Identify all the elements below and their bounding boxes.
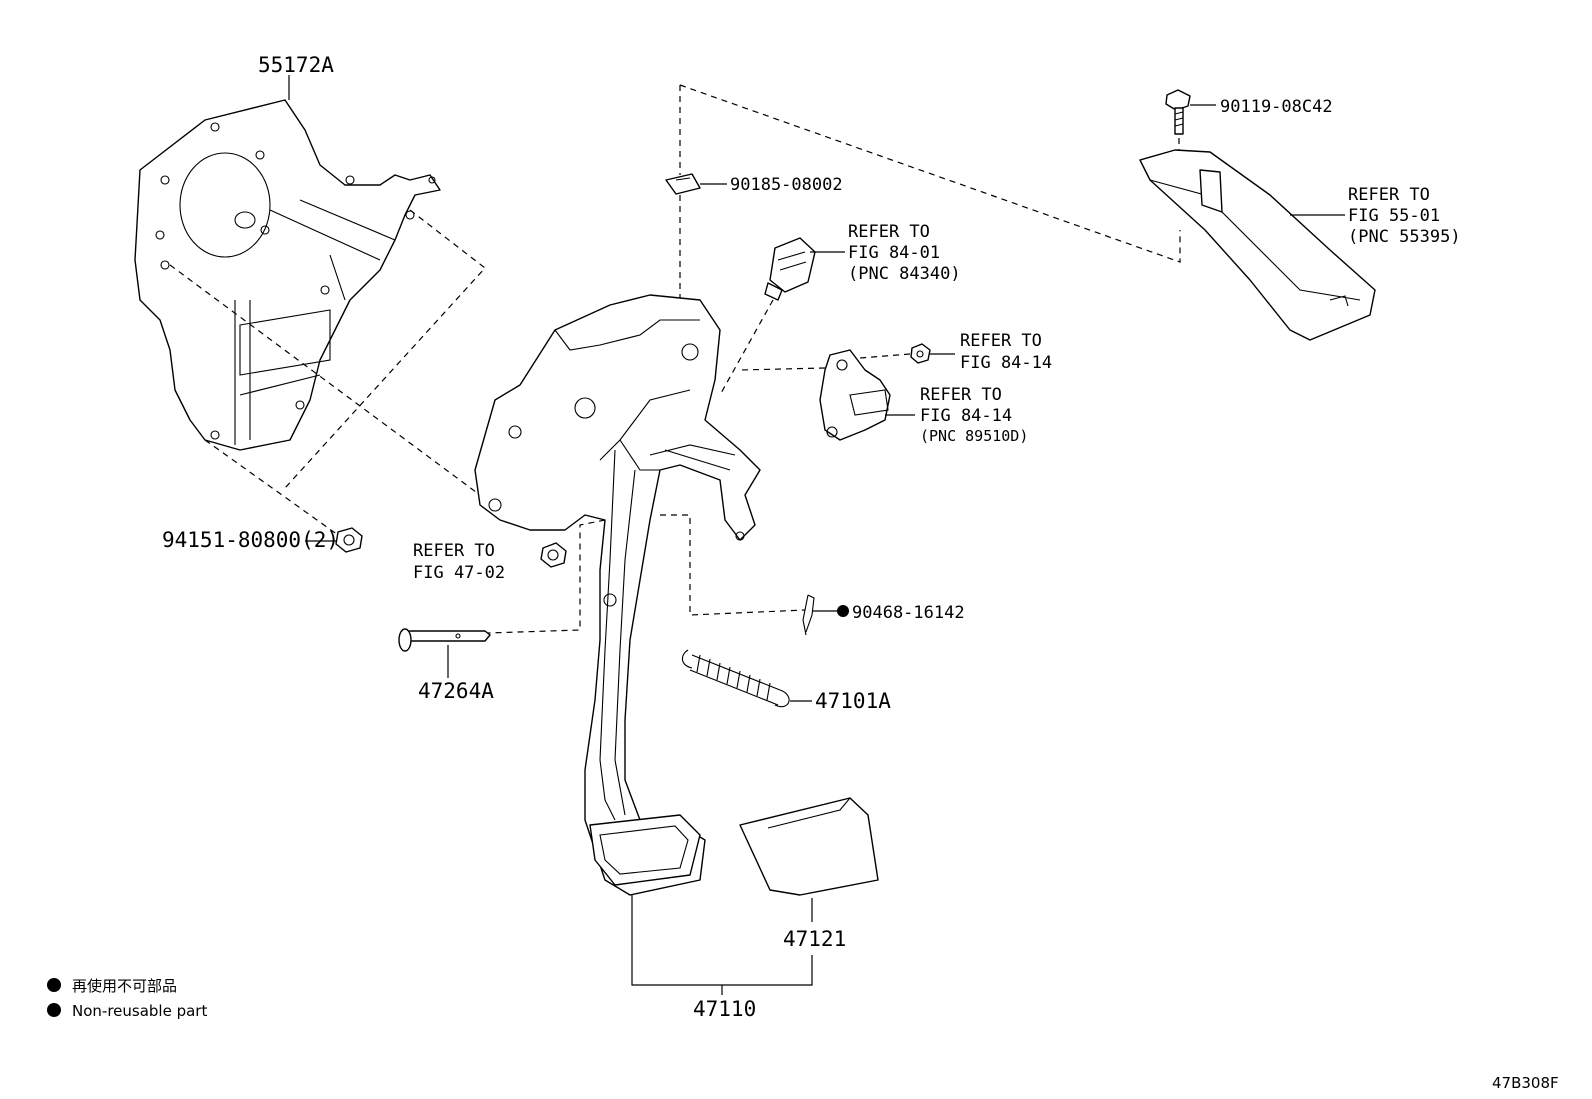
pedal-sensor-89510D <box>819 349 891 441</box>
nut-94151-80800 <box>335 527 363 553</box>
legend: 再使用不可部品 Non-reusable part <box>47 977 207 1020</box>
label-switch-ref-2: FIG 84-01 <box>848 243 940 263</box>
legend-bullet-1 <box>47 978 61 992</box>
non-reusable-marker <box>837 605 849 617</box>
label-nut-ref-2: FIG 84-14 <box>960 353 1052 373</box>
nut-fig-84-14 <box>910 343 931 364</box>
legend-line-1: 再使用不可部品 <box>72 977 177 995</box>
return-spring-47101A <box>681 649 790 708</box>
figure-id: 47B308F <box>1492 1074 1559 1092</box>
label-47110: 47110 <box>693 997 756 1021</box>
cover-panel-55395 <box>1139 149 1376 341</box>
label-nut-mid-ref-1: REFER TO <box>413 541 495 561</box>
label-55172A: 55172A <box>258 53 334 77</box>
label-90468-16142: 90468-16142 <box>852 603 965 623</box>
label-47264A: 47264A <box>418 679 494 703</box>
bolt-90119-08C42 <box>1165 89 1191 135</box>
legend-bullet-2 <box>47 1003 61 1017</box>
label-nut-ref-1: REFER TO <box>960 331 1042 351</box>
pedal-shaft-47264A <box>398 628 491 652</box>
label-panel-ref-1: REFER TO <box>1348 185 1430 205</box>
label-switch-ref-1: REFER TO <box>848 222 930 242</box>
label-sensor-ref-3: (PNC 89510D) <box>920 427 1028 445</box>
label-90119-08C42: 90119-08C42 <box>1220 97 1333 117</box>
label-sensor-ref-2: FIG 84-14 <box>920 406 1012 426</box>
label-94151-80800: 94151-80800(2) <box>162 528 339 552</box>
label-47101A: 47101A <box>815 689 891 713</box>
legend-line-2: Non-reusable part <box>72 1002 207 1020</box>
clip-90185-08002 <box>665 173 701 195</box>
pedal-bracket-55172A <box>134 99 441 451</box>
label-nut-mid-ref-2: FIG 47-02 <box>413 563 505 583</box>
label-90185-08002: 90185-08002 <box>730 175 843 195</box>
label-sensor-ref-1: REFER TO <box>920 385 1002 405</box>
nut-fig-47-02 <box>540 542 567 568</box>
label-panel-ref-3: (PNC 55395) <box>1348 227 1461 247</box>
label-47121: 47121 <box>783 927 846 951</box>
stop-lamp-switch-84340 <box>764 237 816 301</box>
label-panel-ref-2: FIG 55-01 <box>1348 206 1440 226</box>
pedal-pad-47121 <box>739 797 879 896</box>
brake-pedal-47110 <box>474 294 761 896</box>
clip-pin-90468-16142 <box>802 594 815 636</box>
label-switch-ref-3: (PNC 84340) <box>848 264 961 284</box>
